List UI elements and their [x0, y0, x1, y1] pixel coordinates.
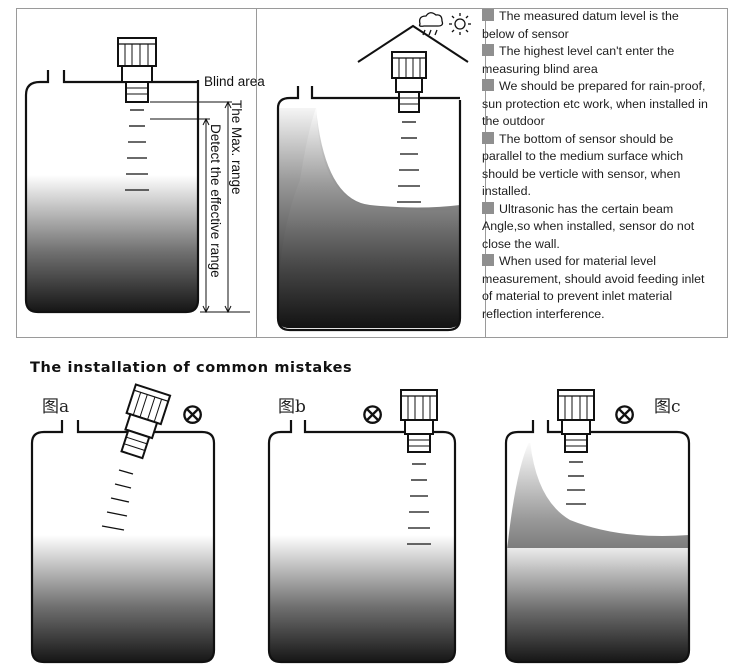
tank-1-dimensions	[150, 100, 250, 314]
figure-b-liquid	[269, 535, 455, 662]
figure-b-label: 图b	[278, 397, 306, 417]
note-5: Ultrasonic has the certain beam Angle,so…	[482, 201, 695, 251]
square-bullet-icon	[482, 44, 494, 56]
square-bullet-icon	[482, 201, 494, 214]
note-2: The highest level can't enter the measur…	[482, 44, 675, 76]
figure-c-sensor	[557, 389, 595, 453]
figure-a: 图a ⊗	[30, 383, 216, 664]
panel-divider-1	[256, 9, 257, 337]
mistakes-section-title: The installation of common mistakes	[30, 360, 353, 376]
tank-2	[276, 12, 471, 332]
square-bullet-icon	[482, 131, 494, 144]
note-4: The bottom of sensor should be parallel …	[482, 131, 684, 198]
note-6: When used for material level measurement…	[482, 254, 705, 321]
top-panel	[16, 8, 728, 338]
note-3: We should be prepared for rain-proof, su…	[482, 79, 708, 128]
figure-c-outline	[504, 420, 691, 664]
figure-c-beam	[566, 461, 586, 505]
figure-a-sensor	[120, 383, 172, 460]
effective-range-label: Detect the effective range	[208, 124, 223, 278]
rain-cloud-icon	[418, 12, 444, 36]
tank-1-liquid	[26, 175, 198, 312]
tank-1-beam	[125, 109, 149, 191]
tank-2-sensor	[391, 51, 427, 113]
figure-c-label: 图c	[654, 397, 681, 417]
wrong-mark-b-icon: ⊗	[360, 397, 385, 432]
figure-a-outline	[30, 420, 216, 664]
figure-a-label: 图a	[42, 397, 69, 417]
panel-divider-2	[485, 9, 486, 337]
sun-icon	[449, 13, 471, 35]
tank-1-outline	[24, 70, 200, 314]
figure-b-beam	[407, 463, 431, 545]
tank-2-beam	[397, 121, 421, 203]
tank-1-sensor	[117, 37, 157, 103]
wrong-mark-c-icon: ⊗	[612, 397, 637, 432]
figure-b: 图b ⊗	[267, 389, 457, 664]
installation-notes: The measured datum level is the below of…	[482, 8, 712, 323]
rain-roof	[357, 24, 469, 63]
square-bullet-icon	[482, 79, 494, 91]
figure-b-sensor	[400, 389, 438, 453]
square-bullet-icon	[482, 254, 494, 266]
square-bullet-icon	[482, 9, 494, 21]
figure-a-liquid	[32, 535, 214, 662]
tank-1: Blind area The Max. range Detect the eff…	[24, 37, 265, 314]
figure-a-beam	[101, 469, 134, 531]
figure-b-outline	[267, 420, 457, 664]
figure-c: ⊗ 图c	[504, 389, 691, 664]
blind-area-label-1: Blind area	[204, 74, 265, 89]
wrong-mark-a-icon: ⊗	[180, 397, 205, 432]
max-range-label: The Max. range	[229, 100, 244, 195]
note-1: The measured datum level is the below of…	[482, 9, 679, 41]
